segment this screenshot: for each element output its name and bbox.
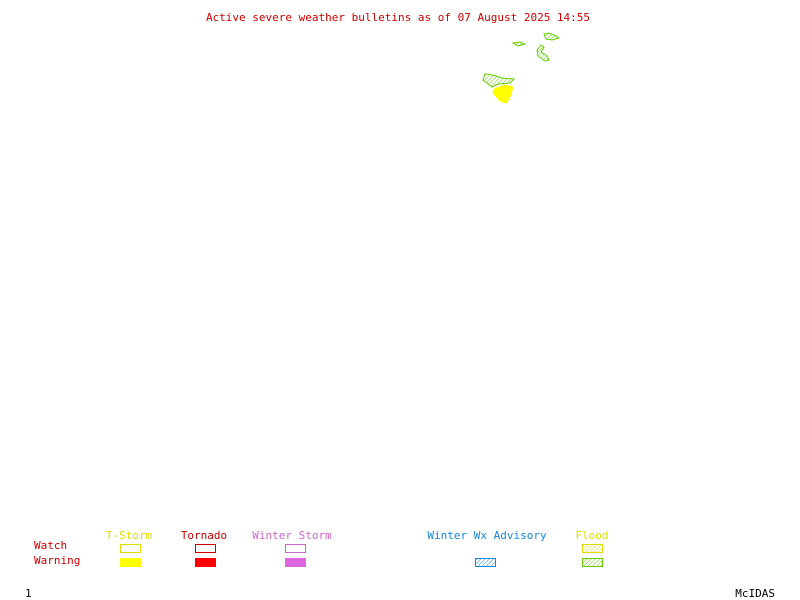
tornado-watch-swatch [195, 544, 216, 553]
flood-warning-swatch [582, 558, 603, 567]
tstorm-warning-swatch [120, 558, 141, 567]
legend-flood-label: Flood [575, 529, 609, 542]
frame-number: 1 [25, 587, 32, 600]
legend-watch-row-label: Watch [34, 539, 68, 552]
winter-storm-watch-swatch [285, 544, 306, 553]
legend-warning-row-label: Warning [34, 554, 81, 567]
winter-storm-warning-swatch [285, 558, 306, 567]
tstorm-watch-swatch [120, 544, 141, 553]
software-label: McIDAS [735, 587, 775, 600]
tstorm-warning-area [492, 84, 514, 104]
legend-swatches [120, 544, 603, 567]
winter-wx-advisory-swatch [475, 558, 496, 567]
page-title: Active severe weather bulletins as of 07… [205, 11, 591, 24]
legend-winter-wx-advisory-label: Winter Wx Advisory [427, 529, 547, 542]
flood-warning-area [482, 32, 561, 88]
tornado-warning-swatch [195, 558, 216, 567]
legend-winter-storm-label: Winter Storm [252, 529, 332, 542]
flood-watch-swatch [582, 544, 603, 553]
legend-tornado-label: Tornado [180, 529, 228, 542]
legend-tstorm-label: T-Storm [105, 529, 153, 542]
